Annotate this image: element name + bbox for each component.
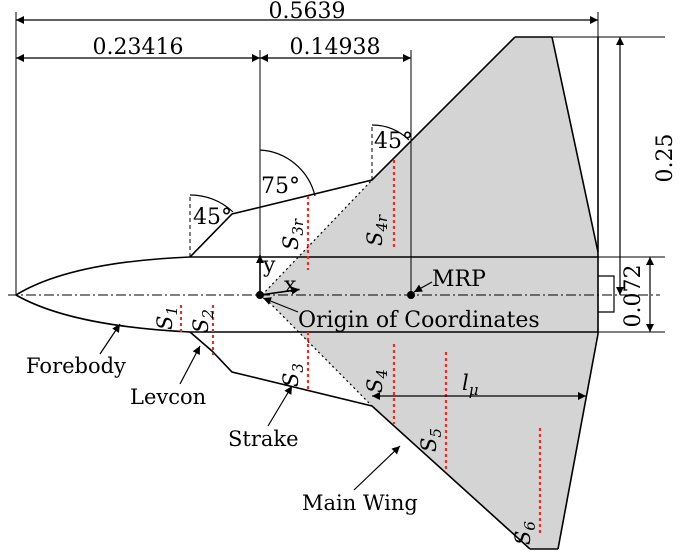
body-width-label: 0.072 [621,265,646,328]
span-half-label: 0.25 [653,134,678,183]
mean-chord-label: lμ [462,371,478,399]
wing-shaded-region [262,37,598,549]
wing-tip-upper [551,36,599,253]
main-wing-label: Main Wing [302,491,418,515]
station-label-s1: S1 [153,306,181,330]
origin-leader [262,297,299,313]
station-label-s4r: S4r [363,214,391,246]
strake-angle-arc [259,149,316,197]
x-axis-arrow [259,286,300,296]
mrp-point [407,291,415,299]
strake-leader [267,385,293,427]
station-label-s6: S6 [511,521,539,545]
strake-angle-label: 75° [261,174,300,199]
wing-root-dotted-upper [261,179,373,296]
station-label-s3: S3 [279,363,307,387]
station-label-s5: S5 [417,428,445,452]
forebody-outline [15,256,191,333]
x-axis-label: x [284,273,297,298]
station-label-s3r: S3r [279,218,307,250]
forebody-leader [99,323,121,355]
lower-levcon-strake-edge [189,331,531,550]
forebody-label: Forebody [26,354,126,378]
strake-label: Strake [228,427,299,451]
forebody-length-label: 0.23416 [93,35,184,60]
wing-angle-arc [371,124,410,141]
levcon-angle-arc [189,194,234,213]
origin-point [256,291,264,299]
station-label-s4: S4 [363,369,391,393]
wing-angle-label: 45° [374,129,413,154]
upper-levcon-strake-edge [189,36,516,258]
levcon-leader [179,345,201,385]
levcon-label: Levcon [130,385,206,409]
mrp-leader [413,281,433,293]
wing-root-dotted-lower [261,294,373,407]
trailing-edge-box [598,275,615,313]
mrp-offset-label: 0.14938 [290,35,381,60]
y-axis-label: y [262,253,276,278]
levcon-angle-label: 45° [193,205,232,230]
mrp-label: MRP [432,267,486,292]
station-label-s2: S2 [189,309,217,333]
wing-tip-lower [557,333,599,550]
total-length-label: 0.5639 [269,0,346,24]
main-wing-leader [353,445,401,491]
origin-label: Origin of Coordinates [298,308,540,333]
station-lines [179,160,542,535]
